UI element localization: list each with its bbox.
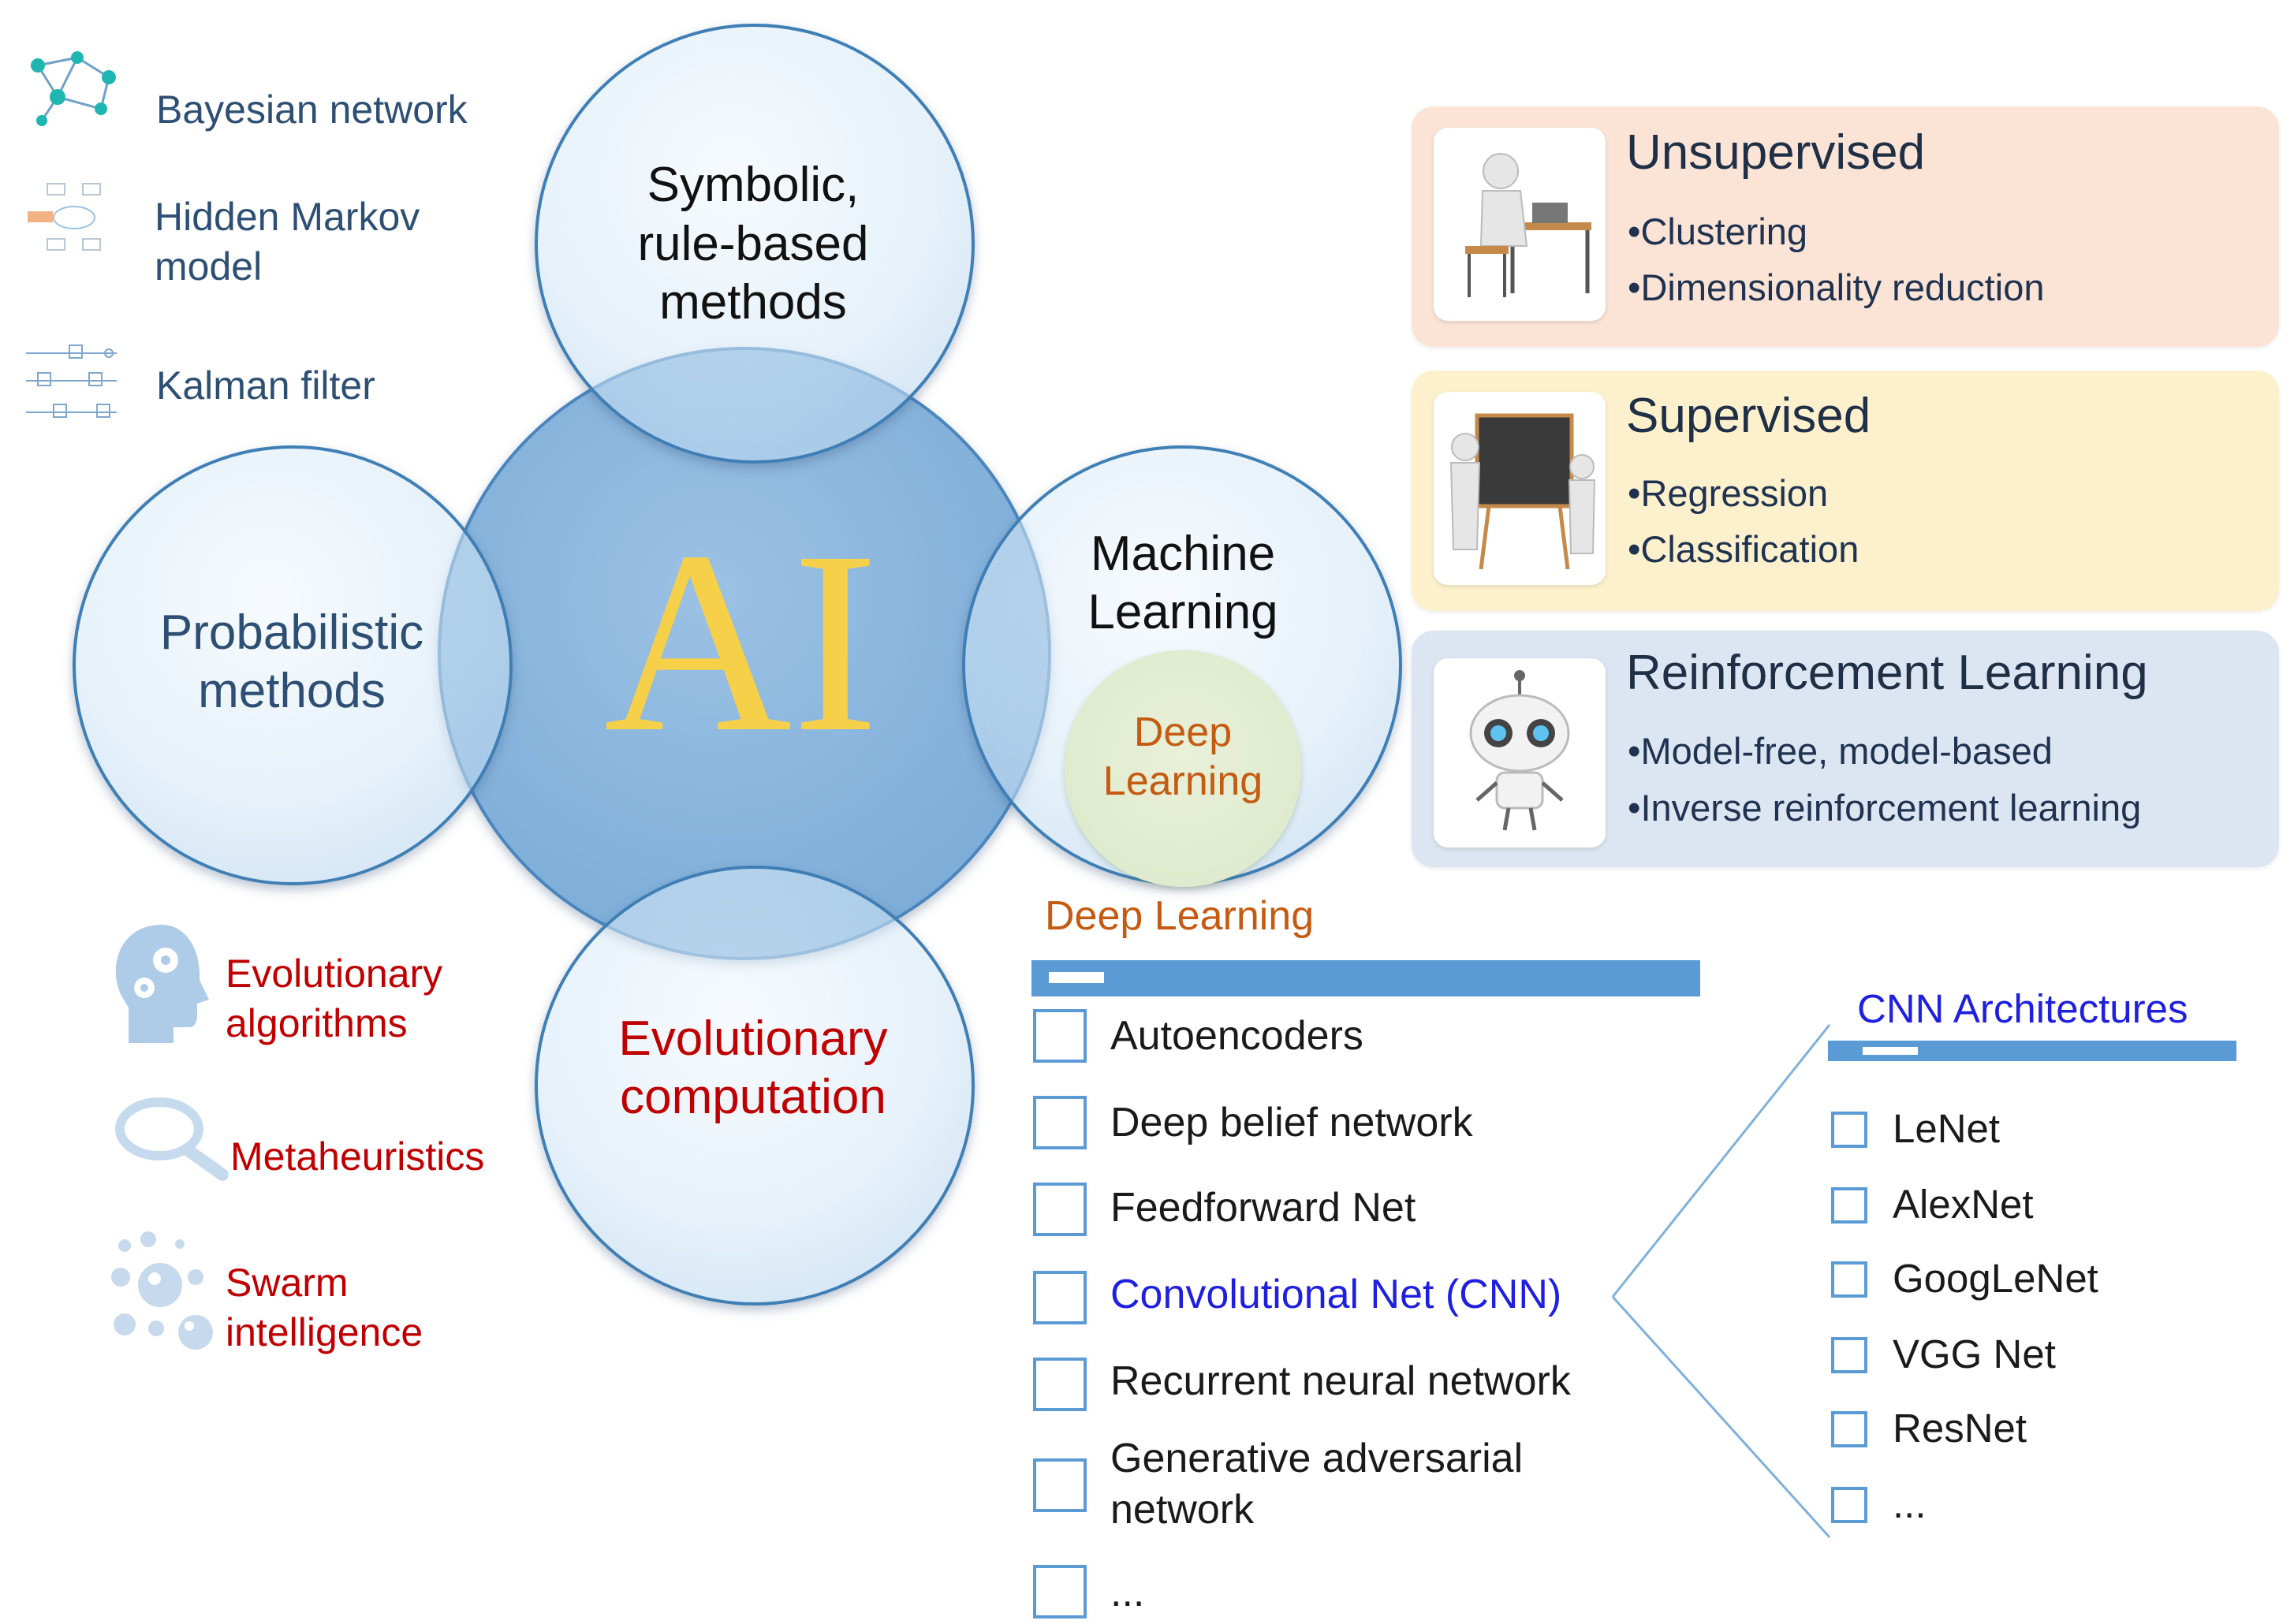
dl-item-generative-adversarial-network: Generative adversarial network xyxy=(1110,1436,1524,1533)
dl-item-more: ... xyxy=(1110,1570,1145,1615)
checkbox-feedforward-net[interactable] xyxy=(1033,1183,1087,1236)
supervised-title: Supervised xyxy=(1626,389,1871,443)
symbolic-circle xyxy=(535,24,975,464)
cnn-item-more: ... xyxy=(1893,1481,1927,1526)
deep-learning-heading: Deep Learning xyxy=(1045,893,1315,939)
robot-icon xyxy=(1434,658,1606,847)
deep-learning-inner-label: Deep Learning xyxy=(1102,709,1263,804)
magnifier-icon xyxy=(112,1096,230,1183)
dl-item-convolutional-net: Convolutional Net (CNN) xyxy=(1110,1272,1562,1317)
gear-head-icon xyxy=(106,921,217,1047)
supervised-bullet-2: •Classification xyxy=(1628,528,1859,570)
evolutionary-circle xyxy=(535,866,975,1306)
evolutionary-label: Evolutionary computation xyxy=(618,1011,888,1124)
cnn-bar-tab xyxy=(1863,1047,1918,1055)
reinforcement-bullet-1: •Model-free, model-based xyxy=(1628,730,2053,772)
cnn-item-lenet: LeNet xyxy=(1893,1106,2001,1151)
checkbox-cnn-more[interactable] xyxy=(1831,1487,1867,1523)
swarm-intelligence-label: Swarm intelligence xyxy=(226,1261,423,1354)
reinforcement-bullet-2: •Inverse reinforcement learning xyxy=(1628,787,2142,829)
checkbox-convolutional-net[interactable] xyxy=(1033,1271,1087,1324)
kalman-filter-icon xyxy=(22,337,121,428)
reinforcement-title: Reinforcement Learning xyxy=(1626,646,2148,700)
bayesian-network-label: Bayesian network xyxy=(156,88,468,132)
kalman-filter-label: Kalman filter xyxy=(156,363,375,408)
unsupervised-bullet-2: •Dimensionality reduction xyxy=(1628,266,2045,308)
unsupervised-bullet-1: •Clustering xyxy=(1628,210,1808,252)
symbolic-label: Symbolic, rule-based methods xyxy=(637,158,869,330)
bubbles-icon xyxy=(109,1230,215,1356)
cnn-item-vggnet: VGG Net xyxy=(1893,1332,2056,1376)
cnn-item-googlenet: GoogLeNet xyxy=(1893,1256,2098,1301)
metaheuristics-label: Metaheuristics xyxy=(230,1134,485,1179)
cnn-architectures-heading: CNN Architectures xyxy=(1857,986,2188,1031)
checkbox-dl-more[interactable] xyxy=(1033,1565,1087,1618)
person-at-desk-icon xyxy=(1434,128,1606,321)
checkbox-deep-belief-network[interactable] xyxy=(1033,1096,1087,1149)
checkbox-recurrent-neural-network[interactable] xyxy=(1033,1358,1087,1411)
deep-learning-inner-circle xyxy=(1065,650,1301,887)
evolutionary-algorithms-label: Evolutionary algorithms xyxy=(226,952,443,1045)
dl-item-feedforward-net: Feedforward Net xyxy=(1110,1185,1416,1231)
supervised-bullet-1: •Regression xyxy=(1628,472,1829,514)
probabilistic-label: Probabilistic methods xyxy=(159,605,424,718)
deep-learning-bar xyxy=(1031,960,1700,996)
dl-item-autoencoders: Autoencoders xyxy=(1110,1013,1363,1059)
machine-learning-label: Machine Learning xyxy=(1087,526,1278,639)
cnn-item-resnet: ResNet xyxy=(1893,1406,2027,1451)
checkbox-generative-adversarial-network[interactable] xyxy=(1033,1458,1087,1512)
dl-item-recurrent-neural-network: Recurrent neural network xyxy=(1110,1358,1571,1404)
hidden-markov-label: Hidden Markov model xyxy=(155,195,420,289)
hidden-markov-icon xyxy=(24,180,118,259)
teacher-blackboard-icon xyxy=(1434,392,1606,585)
unsupervised-title: Unsupervised xyxy=(1626,125,1926,180)
cnn-item-alexnet: AlexNet xyxy=(1893,1182,2034,1227)
deep-learning-bar-tab xyxy=(1049,972,1104,983)
checkbox-lenet[interactable] xyxy=(1831,1112,1867,1148)
cnn-connector-lines xyxy=(1611,1024,1831,1539)
dl-item-deep-belief-network: Deep belief network xyxy=(1110,1100,1473,1145)
probabilistic-circle xyxy=(73,445,513,885)
checkbox-autoencoders[interactable] xyxy=(1033,1009,1087,1063)
checkbox-resnet[interactable] xyxy=(1831,1411,1867,1447)
checkbox-vggnet[interactable] xyxy=(1831,1337,1867,1373)
checkbox-alexnet[interactable] xyxy=(1831,1187,1867,1224)
bayesian-network-icon xyxy=(22,46,125,132)
ai-label: AI xyxy=(603,498,879,786)
checkbox-googlenet[interactable] xyxy=(1831,1261,1867,1298)
